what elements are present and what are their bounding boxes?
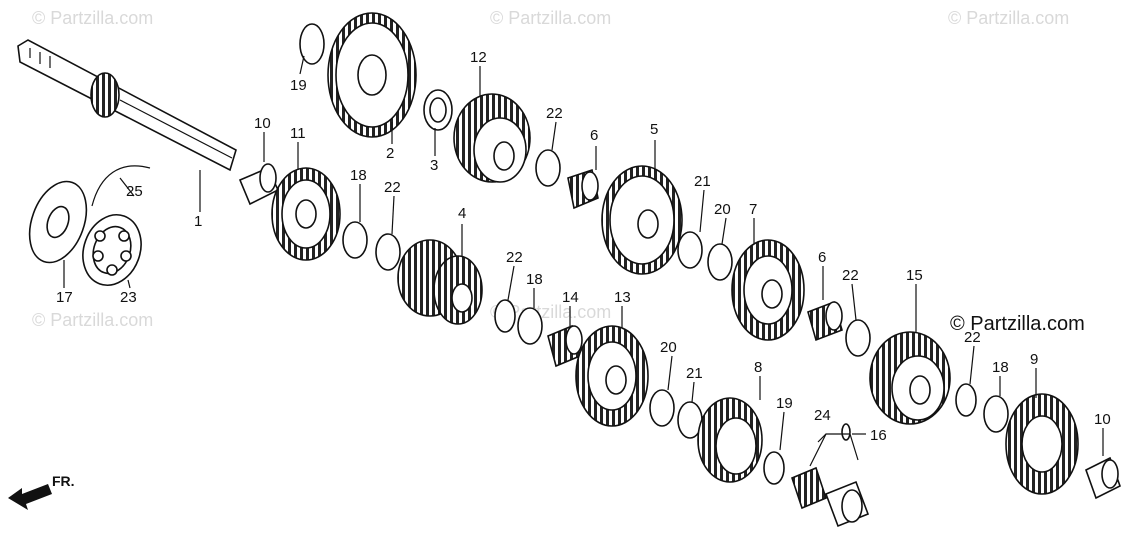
callout-22: 22 xyxy=(546,105,563,122)
part-circlip xyxy=(845,319,871,357)
callout-4: 4 xyxy=(458,205,466,222)
callout-13: 13 xyxy=(614,289,631,306)
watermark: © Partzilla.com xyxy=(948,8,1069,28)
callout-19: 19 xyxy=(776,395,793,412)
part-washer xyxy=(707,243,733,281)
part-washer xyxy=(677,231,703,269)
callout-6: 6 xyxy=(590,127,598,144)
callout-19: 19 xyxy=(290,77,307,94)
callout-21: 21 xyxy=(694,173,711,190)
part-snap-ring xyxy=(91,165,151,207)
callout-22: 22 xyxy=(842,267,859,284)
callout-2: 2 xyxy=(386,145,394,162)
callout-9: 9 xyxy=(1030,351,1038,368)
callout-18: 18 xyxy=(350,167,367,184)
callout-5: 5 xyxy=(650,121,658,138)
callout-6: 6 xyxy=(818,249,826,266)
part-washer xyxy=(517,307,543,345)
part-gear xyxy=(453,93,531,183)
part-bearing xyxy=(82,214,142,286)
callout-8: 8 xyxy=(754,359,762,376)
callout-20: 20 xyxy=(714,201,731,218)
callout-10: 10 xyxy=(254,115,271,132)
part-circlip xyxy=(955,383,977,417)
part-washer xyxy=(763,451,785,485)
front-arrow-icon: FR. xyxy=(8,473,75,510)
callout-24: 24 xyxy=(814,407,831,424)
callout-23: 23 xyxy=(120,289,137,306)
callout-3: 3 xyxy=(430,157,438,174)
callout-10: 10 xyxy=(1094,411,1111,428)
part-needle-bearing xyxy=(567,168,599,210)
part-shaft xyxy=(17,39,237,172)
leader-lines xyxy=(63,55,1104,467)
part-needle-bearing xyxy=(791,466,870,528)
callout-11: 11 xyxy=(290,125,306,142)
callout-22: 22 xyxy=(384,179,401,196)
callout-20: 20 xyxy=(660,339,677,356)
part-gear xyxy=(575,325,649,427)
callout-17: 17 xyxy=(56,289,73,306)
brand-label: © Partzilla.com xyxy=(950,313,1085,335)
part-circlip xyxy=(494,299,516,333)
callout-12: 12 xyxy=(470,49,487,66)
callout-14: 14 xyxy=(562,289,579,306)
part-washer xyxy=(983,395,1009,433)
callout-22: 22 xyxy=(506,249,523,266)
callouts: 1 2 3 4 5 6 6 7 8 9 10 10 11 12 13 14 15… xyxy=(56,49,1111,444)
part-pin xyxy=(841,423,851,441)
callout-25: 25 xyxy=(126,183,143,200)
part-gear xyxy=(271,167,341,261)
callout-7: 7 xyxy=(749,201,757,218)
watermark: © Partzilla.com xyxy=(32,8,153,28)
front-arrow-label: FR. xyxy=(52,473,75,489)
callout-18: 18 xyxy=(992,359,1009,376)
part-washer xyxy=(299,23,325,65)
part-bushing xyxy=(423,89,453,131)
callout-18: 18 xyxy=(526,271,543,288)
part-bushing xyxy=(1085,456,1121,500)
part-gear xyxy=(731,239,805,341)
part-circlip xyxy=(375,233,401,271)
part-gear xyxy=(397,239,483,325)
callout-22: 22 xyxy=(964,329,981,346)
watermark: © Partzilla.com xyxy=(490,8,611,28)
part-gear xyxy=(327,12,417,138)
part-washer xyxy=(28,180,88,264)
callout-15: 15 xyxy=(906,267,923,284)
callout-1: 1 xyxy=(194,213,202,230)
part-washer xyxy=(649,389,675,427)
part-bushing xyxy=(238,163,280,206)
part-gear xyxy=(697,397,763,483)
part-gear xyxy=(1005,393,1079,495)
part-gear xyxy=(869,331,951,425)
part-gear xyxy=(601,165,683,275)
part-washer xyxy=(342,221,368,259)
part-needle-bearing xyxy=(547,324,583,368)
watermark: © Partzilla.com xyxy=(32,310,153,330)
callout-16: 16 xyxy=(870,427,887,444)
part-circlip xyxy=(535,149,561,187)
callout-21: 21 xyxy=(686,365,703,382)
part-needle-bearing xyxy=(807,300,843,342)
